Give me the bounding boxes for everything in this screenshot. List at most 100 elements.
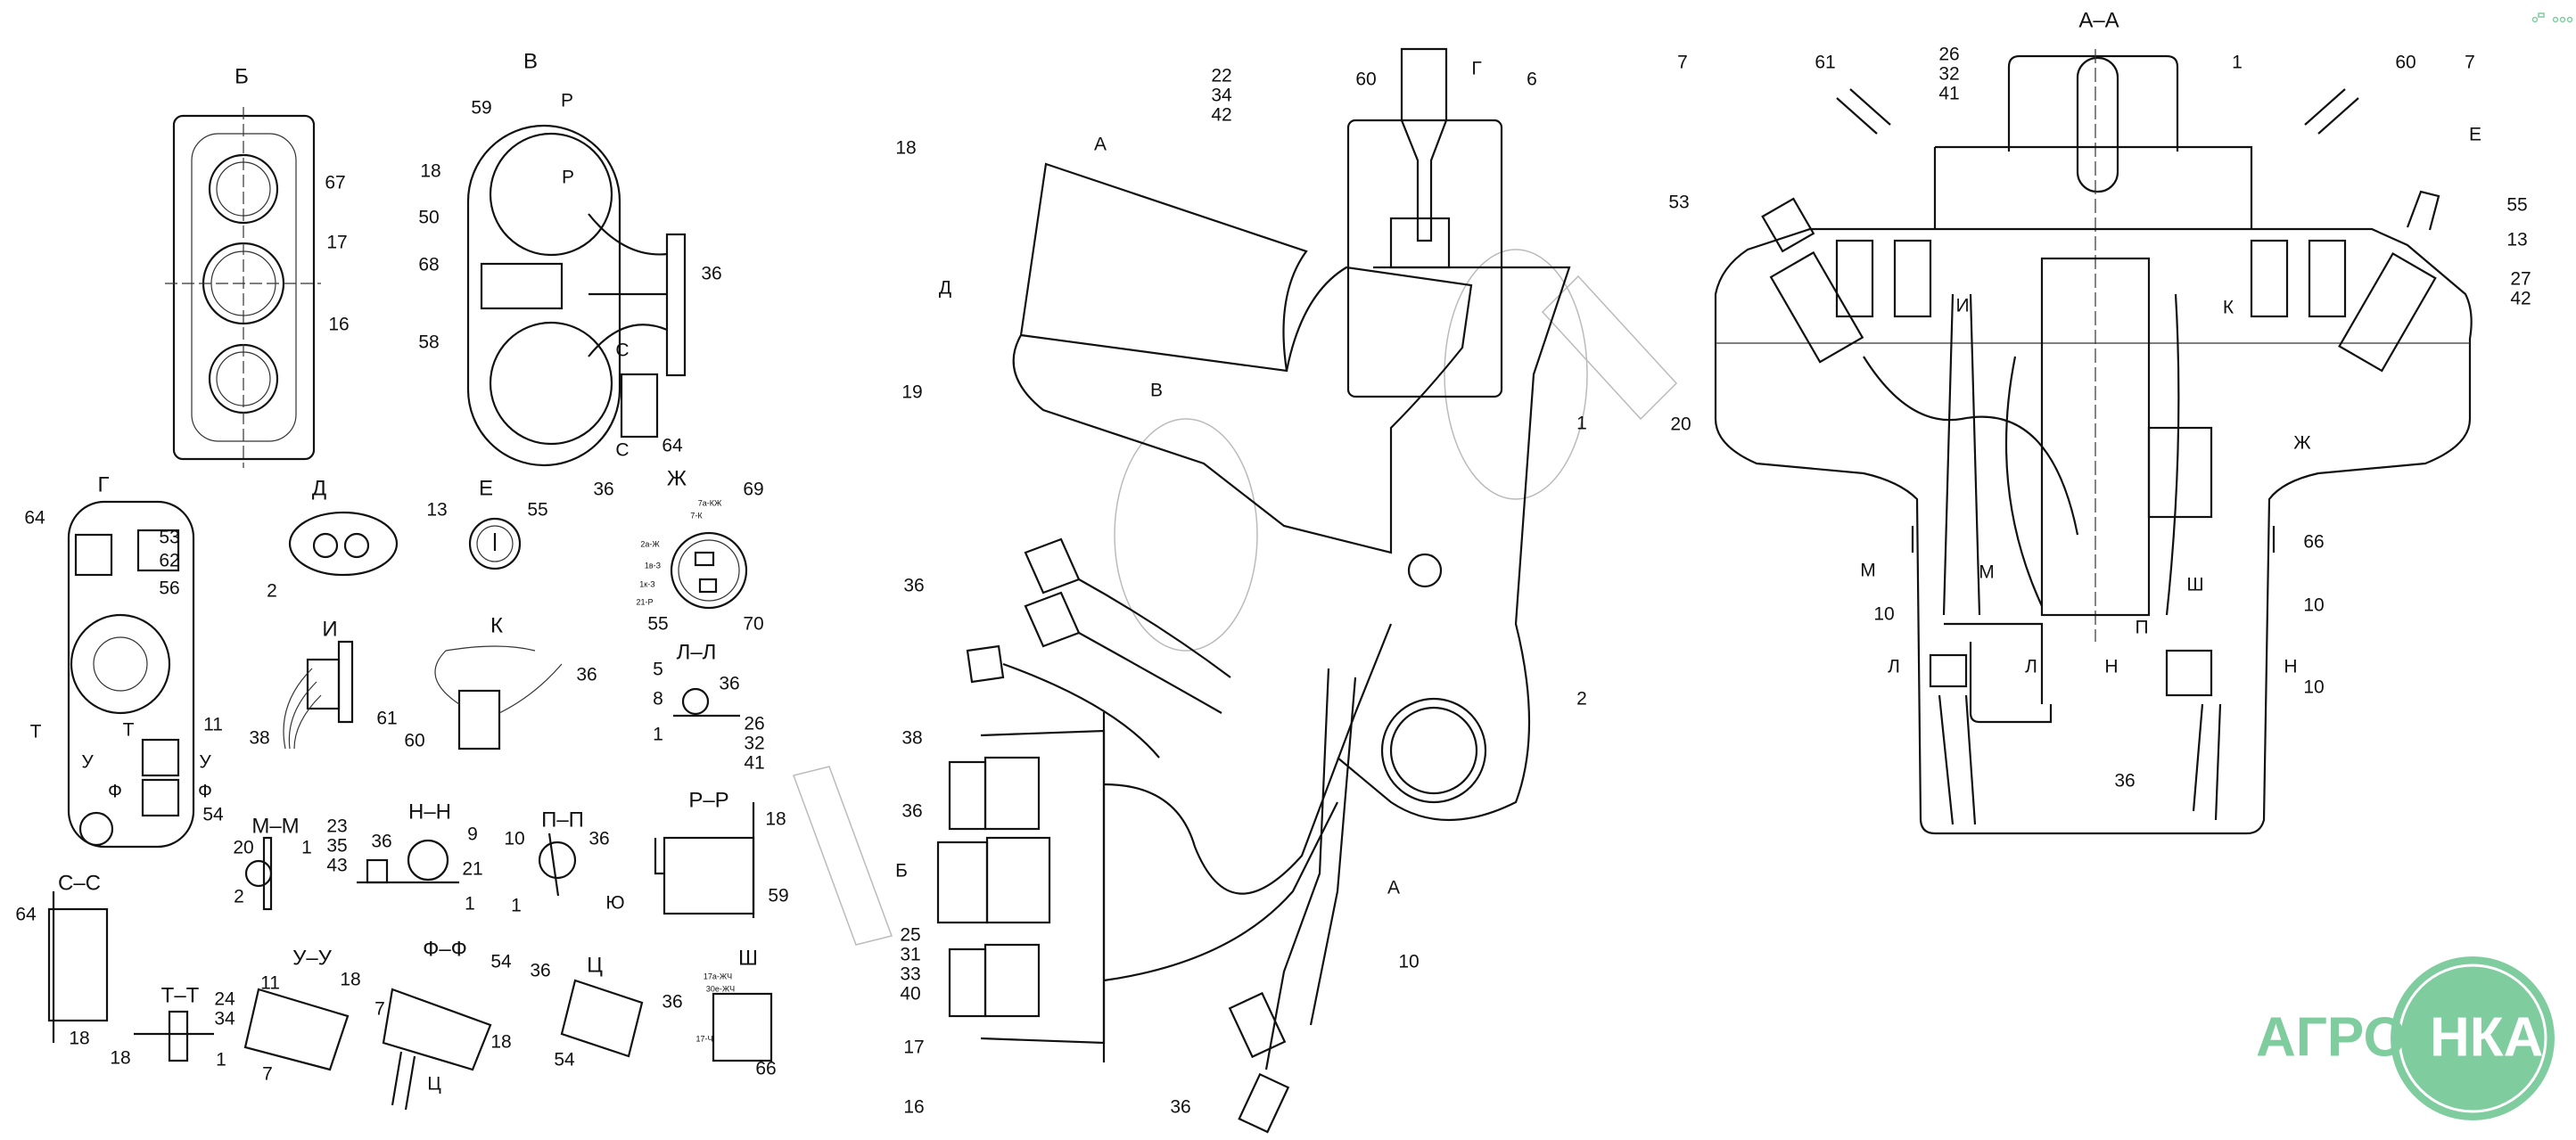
callout-main-label: 6 bbox=[1527, 70, 1537, 90]
callout-tt-label: 34 bbox=[214, 1009, 235, 1029]
callout-ff-label: 54 bbox=[490, 952, 512, 972]
view-v-panel bbox=[466, 124, 687, 467]
callout-b-label: 67 bbox=[325, 173, 345, 193]
callout-main-label: 38 bbox=[901, 728, 922, 749]
callout-sh-label: 36 bbox=[662, 992, 682, 1013]
callout-aa-label: 10 bbox=[1873, 604, 1894, 625]
wire-marking-zh: 2а-Ж bbox=[640, 539, 660, 548]
section-aa-front-view bbox=[1714, 49, 2473, 835]
callout-aa-label: 61 bbox=[1815, 53, 1835, 73]
callout-e-label: 55 bbox=[527, 500, 547, 521]
view-title-v: В bbox=[523, 49, 538, 73]
callout-main-label: 34 bbox=[1211, 86, 1232, 106]
section-pp bbox=[538, 832, 577, 897]
callout-rr-label: Ю bbox=[605, 893, 624, 914]
callout-main-label: Д bbox=[939, 278, 951, 299]
section-tt bbox=[134, 1010, 214, 1062]
wire-marking-sh: 17-Ч bbox=[695, 1034, 712, 1043]
callout-aa-label: 32 bbox=[1938, 64, 1959, 85]
section-uu bbox=[243, 988, 350, 1071]
callout-aa-label: 10 bbox=[2303, 595, 2324, 616]
callout-g-label: У bbox=[81, 752, 94, 773]
section-nn bbox=[357, 839, 459, 884]
section-ff bbox=[382, 988, 492, 1111]
callout-main-label: 18 bbox=[895, 138, 916, 159]
callout-main-label: 10 bbox=[1398, 952, 1419, 972]
callout-aa-label: П bbox=[2135, 618, 2148, 638]
callout-aa-label: И bbox=[1955, 296, 1969, 316]
view-title-sh: Ш bbox=[738, 946, 758, 970]
callout-k-label: 60 bbox=[404, 731, 424, 751]
callout-aa-label: М bbox=[1979, 562, 1995, 583]
callout-main-label: В bbox=[1150, 381, 1163, 401]
agronka-logo: АГРО НКА bbox=[2256, 956, 2555, 1120]
callout-i-label: 38 bbox=[249, 728, 269, 749]
view-title-k: К bbox=[490, 613, 503, 637]
callout-main-label: 36 bbox=[1170, 1097, 1190, 1118]
callout-ll-label: 8 bbox=[653, 689, 663, 709]
section-rr bbox=[654, 802, 755, 918]
callout-main-label: 40 bbox=[900, 984, 920, 1005]
view-k-connector bbox=[434, 645, 563, 750]
callout-b-label: 16 bbox=[328, 315, 349, 335]
callout-d-label: 2 bbox=[267, 581, 277, 602]
wire-marking-zh: 7-К bbox=[690, 511, 703, 520]
callout-pp-label: 36 bbox=[588, 829, 609, 849]
callout-ts-label: 54 bbox=[554, 1050, 575, 1070]
callout-nn-label: 1 bbox=[465, 894, 475, 914]
callout-zh-label: 69 bbox=[743, 480, 763, 500]
callout-rr-label: 18 bbox=[765, 809, 786, 830]
view-title-i: И bbox=[322, 617, 337, 641]
callout-aa-label: Л bbox=[2025, 657, 2037, 677]
view-title-nn: Н–Н bbox=[408, 800, 451, 824]
view-title-d: Д bbox=[312, 476, 326, 500]
callout-aa-label: Н bbox=[2284, 657, 2297, 677]
callout-main-label: А bbox=[1094, 135, 1107, 155]
callout-ff-label: Ц bbox=[427, 1074, 441, 1095]
callout-ll-label: 5 bbox=[653, 660, 663, 680]
callout-nn-label: 43 bbox=[326, 856, 347, 876]
wire-marking-zh: 7а-КЖ bbox=[698, 498, 722, 507]
logo-text-left: АГРО bbox=[2256, 1006, 2407, 1068]
callout-v-label: 50 bbox=[418, 208, 439, 228]
logo-text-right: НКА bbox=[2430, 1006, 2543, 1068]
callout-v-label: 64 bbox=[662, 436, 683, 456]
view-i-connector bbox=[283, 640, 354, 750]
callout-aa-label: 41 bbox=[1938, 84, 1959, 104]
callout-ff-label: 18 bbox=[490, 1032, 511, 1053]
callout-ll-label: 32 bbox=[744, 734, 764, 754]
callout-aa-label: 27 bbox=[2510, 269, 2531, 290]
callout-aa-label: Н bbox=[2104, 657, 2118, 677]
callout-g-label: 64 bbox=[24, 508, 45, 529]
view-title-tt: Т–Т bbox=[161, 983, 200, 1007]
wire-marking-sh: 17а-ЖЧ bbox=[704, 972, 732, 980]
callout-main-label: 42 bbox=[1211, 105, 1231, 126]
callout-main-label: 17 bbox=[903, 1037, 924, 1058]
wire-marking-zh: 1в-З bbox=[645, 561, 661, 570]
callout-aa-label: 60 bbox=[2395, 53, 2416, 73]
callout-aa-label: 36 bbox=[2114, 771, 2135, 791]
corner-icons bbox=[2531, 12, 2573, 23]
callout-ff-label: 7 bbox=[374, 999, 385, 1020]
callout-v-label: 68 bbox=[418, 255, 439, 275]
callout-v-label: 58 bbox=[418, 332, 439, 353]
callout-nn-label: 36 bbox=[371, 832, 391, 852]
view-title-ff: Ф–Ф bbox=[423, 937, 467, 961]
callout-main-label: 1 bbox=[1576, 414, 1587, 434]
callout-aa-label: 55 bbox=[2506, 195, 2527, 216]
callout-g-label: Т bbox=[123, 720, 135, 741]
view-title-ss: С–С bbox=[58, 871, 101, 895]
callout-tt-label: 18 bbox=[110, 1048, 130, 1069]
callout-g-label: 62 bbox=[159, 551, 179, 571]
callout-v-label: Р bbox=[562, 168, 574, 188]
wire-marking-zh: 21-Р bbox=[636, 597, 653, 606]
view-title-rr: Р–Р bbox=[688, 788, 728, 812]
view-title-ll: Л–Л bbox=[677, 640, 717, 664]
callout-g-label: Ф bbox=[108, 782, 122, 802]
callout-pp-label: 1 bbox=[511, 896, 522, 916]
view-title-uu: У–У bbox=[292, 946, 333, 970]
callout-aa-label: 42 bbox=[2510, 289, 2531, 309]
callout-g-label: Т bbox=[30, 722, 42, 742]
view-title-zh: Ж bbox=[667, 466, 687, 490]
